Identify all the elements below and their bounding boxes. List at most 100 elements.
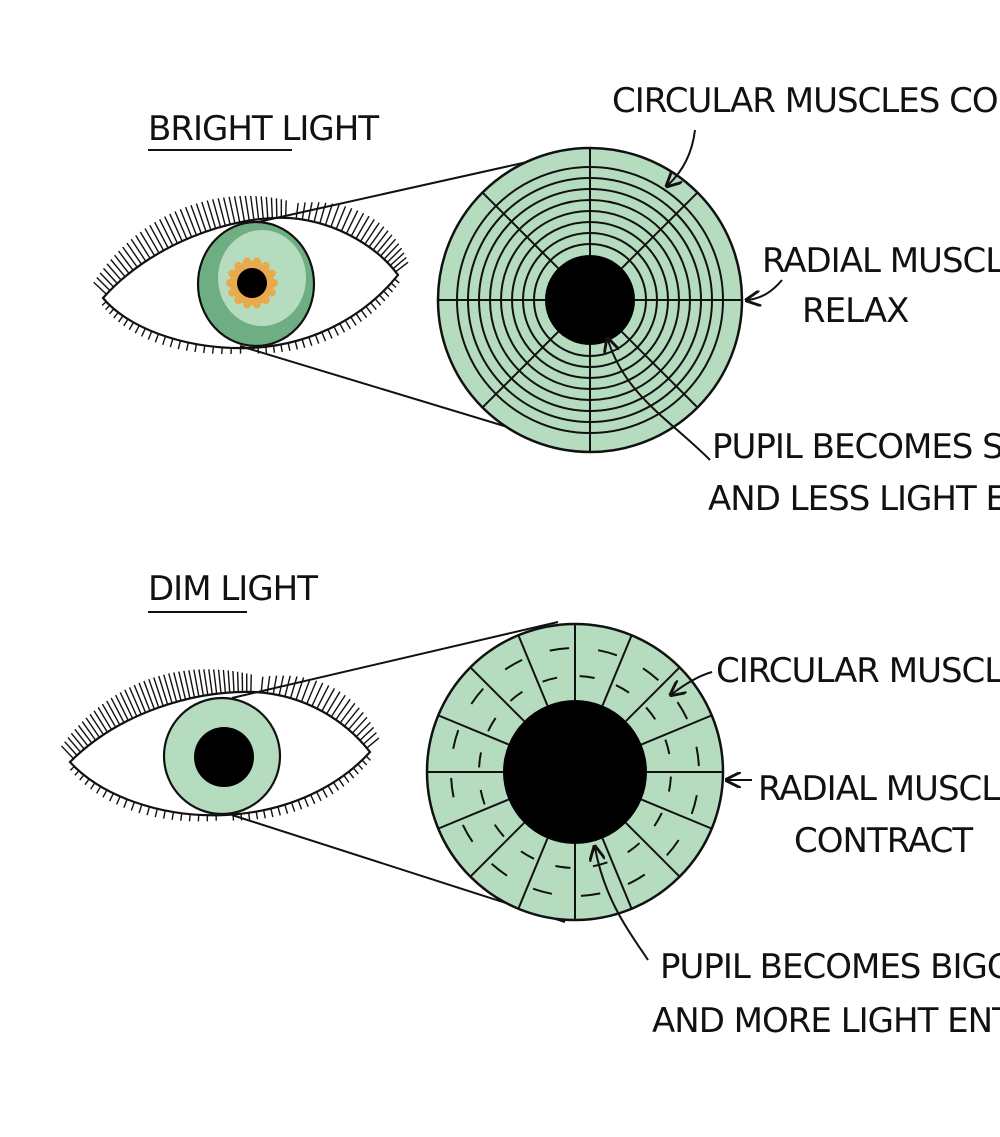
bright-upper-lash: [364, 222, 380, 245]
dim-lower-lash: [327, 785, 334, 795]
dim-circular-muscles: [450, 647, 700, 897]
bright-lower-lash: [355, 313, 363, 323]
dim-upper-lash: [158, 675, 169, 705]
dim-upper-lash: [217, 669, 222, 694]
bright-lower-lash: [147, 330, 153, 340]
bright-upper-lash: [149, 224, 165, 251]
bright-upper-lash: [144, 228, 160, 254]
dim-radial-muscles: [427, 624, 723, 920]
dim-upper-lash: [193, 669, 200, 697]
bright-upper-lash: [265, 196, 269, 219]
dim-upper-lash: [222, 669, 227, 693]
bright-upper-lash: [106, 263, 122, 281]
bright-upper-lash: [376, 234, 393, 254]
bright-upper-lash: [233, 196, 241, 223]
dim-light-section: DIM LIGHT CIRCULAR MUSCLES RELAX RADIAL …: [60, 569, 1000, 1041]
bright-lower-lash: [185, 342, 190, 351]
dim-circular-dash: [555, 865, 571, 869]
dim-lower-lash: [146, 806, 151, 816]
dim-radial-line: [437, 714, 509, 746]
dim-upper-lash: [347, 712, 364, 731]
bright-radial-line: [621, 331, 699, 409]
dim-lower-lash: [277, 806, 281, 816]
bright-lower-lash: [211, 346, 215, 354]
dim-lower-lash: [130, 801, 136, 811]
bright-lower-lash: [314, 334, 320, 344]
dim-lower-lash: [343, 774, 350, 783]
dim-upper-lash: [89, 713, 105, 736]
dim-lower-lash: [171, 811, 175, 820]
bright-upper-lash: [386, 247, 403, 263]
dim-upper-lash: [119, 692, 134, 719]
dim-lower-lash: [303, 797, 309, 807]
bright-pupil-ring-dot: [267, 288, 276, 297]
dim-radial-line: [469, 666, 525, 722]
bright-pupil-ring-dot: [228, 288, 237, 297]
bright-pupil-ring-dot: [243, 257, 252, 266]
dim-lower-lash: [162, 810, 166, 819]
bright-upper-lash: [118, 250, 134, 271]
dim-radial-line: [517, 838, 549, 910]
dim-upper-lash: [284, 675, 291, 697]
bright-upper-lash: [222, 197, 231, 225]
dim-upper-lash: [208, 669, 213, 695]
bright-lower-lash: [383, 290, 390, 297]
bright-upper-lash: [319, 202, 327, 224]
dim-upper-lash: [203, 669, 209, 696]
dim-radial-label-1: RADIAL MUSCLES: [758, 769, 1000, 809]
dim-zoom-pupil: [503, 700, 647, 844]
bright-upper-lash: [110, 259, 126, 278]
bright-upper-lash: [392, 256, 407, 270]
dim-upper-lash: [300, 678, 311, 703]
bright-lower-lash: [154, 333, 160, 343]
dim-upper-lash: [330, 694, 346, 718]
bright-pupil-ring-dot: [226, 279, 234, 287]
dim-lower-lash: [321, 788, 328, 798]
dim-lower-lash: [138, 804, 143, 814]
dim-eye: [60, 669, 380, 822]
bright-upper-lash: [244, 195, 250, 221]
dim-circular-dash: [470, 687, 484, 705]
dim-radial-line: [625, 822, 681, 878]
dim-circular-label: CIRCULAR MUSCLES RELAX: [716, 651, 1000, 691]
dim-lower-lash: [284, 804, 289, 814]
dim-upper-lash: [232, 671, 235, 693]
dim-upper-lash: [173, 672, 182, 701]
bright-lower-lash: [333, 326, 340, 336]
bright-upper-lash: [330, 204, 340, 228]
bright-upper-lash: [217, 198, 226, 226]
dim-upper-lash: [339, 702, 356, 724]
dim-circular-dash: [478, 752, 482, 768]
dim-circular-dash: [676, 701, 689, 720]
bright-eye: [93, 195, 409, 355]
dim-upper-lash: [64, 741, 78, 756]
bright-lower-lash: [294, 341, 299, 350]
dim-lower-lash: [290, 802, 296, 812]
dim-circular-dash: [452, 729, 460, 750]
bright-pupil-arrow: [608, 340, 711, 461]
dim-lower-lash: [188, 814, 191, 822]
bright-lower-lash: [272, 345, 276, 353]
bright-lower-lash: [308, 336, 313, 347]
dim-lower-lash: [332, 781, 340, 791]
bright-lower-lash: [162, 336, 167, 346]
dim-upper-lash: [143, 680, 155, 710]
dim-circular-dash: [645, 706, 657, 720]
dim-upper-lash: [178, 671, 187, 700]
dim-circular-dash: [520, 850, 535, 860]
bright-upper-lash: [130, 238, 147, 262]
dim-pupil-label-2: AND MORE LIGHT ENTERS: [652, 1001, 1000, 1041]
dim-upper-lash: [77, 724, 93, 744]
dim-radial-line: [437, 798, 509, 830]
dim-radial-line: [517, 634, 549, 706]
bright-pupil-ring-dot: [234, 261, 243, 270]
dim-circular-dash: [580, 892, 601, 897]
bright-upper-lash: [395, 261, 409, 273]
bright-lower-lash: [374, 298, 382, 306]
bright-upper-lash: [383, 243, 400, 260]
dim-radial-line: [641, 798, 713, 830]
bright-upper-lash: [135, 235, 151, 259]
dim-radial-line: [601, 634, 633, 706]
bright-upper-lash: [179, 208, 193, 238]
bright-upper-lash: [99, 272, 115, 288]
